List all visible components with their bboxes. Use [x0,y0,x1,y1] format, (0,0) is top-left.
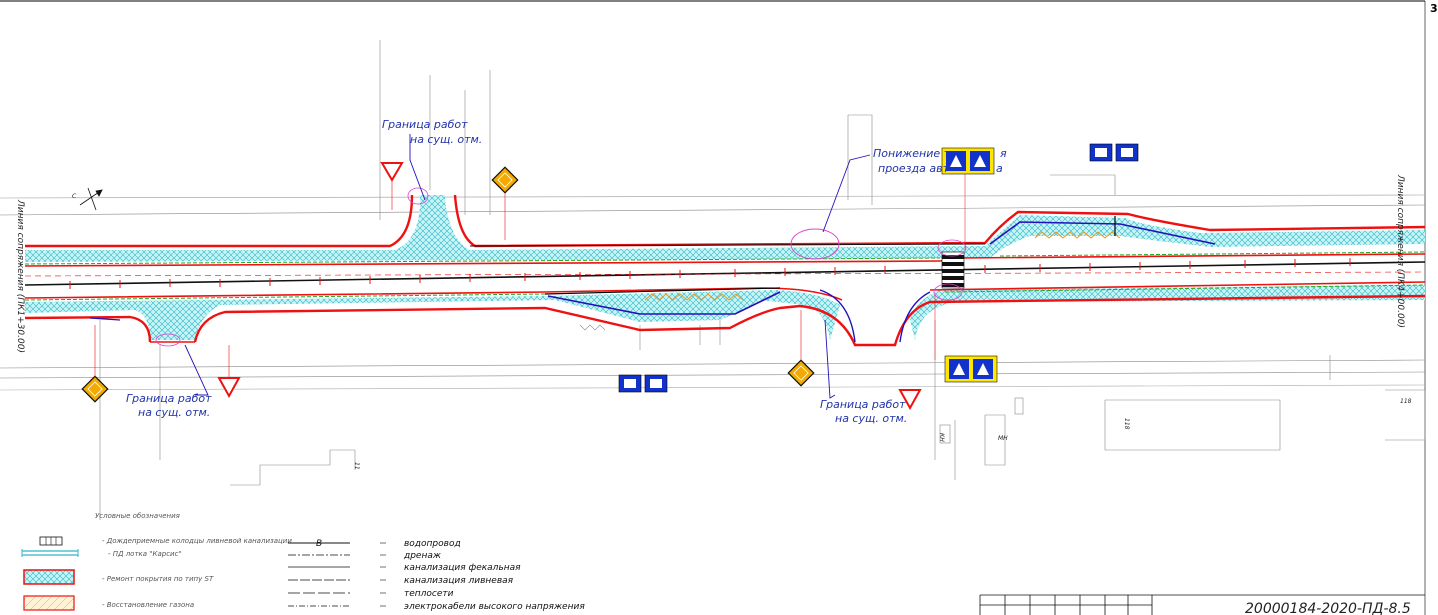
legend-item-label: - Восстановление газона [102,601,194,609]
priority-road-sign-icon [787,310,815,387]
legend-item-label: - Дождеприемные колодцы ливневой канализ… [102,537,292,545]
legend-tray-symbol-icon [21,549,79,557]
title-block [979,594,1425,615]
surrounding-lines [0,40,1426,520]
legend-item-label: дренаж [403,551,442,561]
legend-item-label: теплосети [404,589,454,599]
legend-item-label: водопровод [404,539,461,549]
legend-title: Условные обозначения [95,512,180,520]
lane-sign-icon [618,374,668,393]
building-label: 11 [353,462,360,470]
legend-item-label: канализация фекальная [404,563,521,573]
match-line-left: Линия сопряжения (ПК1+30.00) [15,199,25,353]
curb-lowering-line1: Понижение т [873,147,951,160]
yield-sign-icon [380,162,404,210]
drawing-code: 20000184-2020-ПД-8.5 [1245,601,1411,615]
building-label: 118 [1123,418,1130,430]
road-lower-side [24,281,1426,347]
crossing-sign-icon [944,355,998,383]
match-line-right: Линия сопряжения (ПК4+00.00) [1395,174,1405,328]
curb-lowering-line2: проезда авт [878,162,950,175]
building-label: МН [998,435,1008,442]
crossing-sign-icon [941,147,995,175]
legend-item-label: - Ремонт покрытия по типу ST [102,575,214,583]
boundary-top-line2: на сущ. отм. [410,133,482,146]
legend-mark: В [316,539,322,549]
north-label: С [72,193,77,200]
building-label: 118 [1400,398,1412,405]
sheet-number: 3 [1430,2,1438,15]
legend-right: В водопровод дренаж канализация фекальна… [288,539,585,612]
boundary-right-line1: Граница работ [820,398,906,411]
legend-item-label: канализация ливневая [404,576,514,586]
curb-lowering-mark [790,228,840,260]
legend-lawn-symbol-icon [23,595,75,611]
building-label: КН [938,433,945,442]
legend-item-label: электрокабели высокого напряжения [404,602,585,612]
north-arrow-icon [79,187,103,211]
legend-item-label: - ПД лотка "Карсис" [108,550,182,558]
pedestrian-crossing [933,160,967,360]
priority-road-sign-icon [491,166,519,240]
curb-lowering-line2-end: а [996,162,1003,175]
boundary-top-line1: Граница работ [382,118,468,131]
legend-repair-symbol-icon [23,569,75,585]
yield-sign-icon [898,389,922,411]
lane-sign-icon [1089,143,1139,162]
road-axis [24,243,1426,289]
legend-left: - Дождеприемные колодцы ливневой канализ… [21,536,292,611]
boundary-left-line1: Граница работ [126,392,212,405]
curb-lowering-line1-end: я [1000,147,1007,160]
road-upper-side [24,194,1426,267]
boundary-right-line2: на сущ. отм. [835,412,907,425]
boundary-left-line2: на сущ. отм. [138,406,210,419]
priority-road-sign-icon [81,325,109,403]
yield-sign-icon [217,345,241,399]
legend-well-symbol-icon [39,536,63,546]
